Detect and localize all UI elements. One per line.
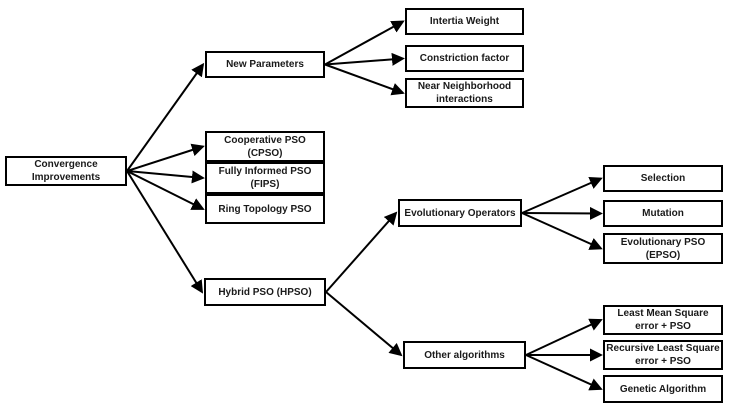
node-label: Constriction factor <box>419 53 510 64</box>
node-label: Convergence Improvements <box>31 159 101 183</box>
node-label: Selection <box>640 173 686 184</box>
node-label: Other algorithms <box>424 349 505 361</box>
node-label: Near Neighborhood interactions <box>417 81 512 105</box>
edge-new-params-to-inertia <box>324 20 405 66</box>
edge-new-params-to-near-neighbor <box>324 63 405 96</box>
node-label: Mutation <box>642 208 684 219</box>
node-near-neighbor: Near Neighborhood interactions <box>405 78 524 108</box>
node-genetic: Genetic Algorithm <box>603 375 723 403</box>
edge-evol-ops-to-mutation <box>521 206 603 220</box>
edge-root-to-fips <box>126 170 205 184</box>
edge-new-params-to-constriction <box>324 52 405 66</box>
edge-root-to-new-params <box>126 62 205 172</box>
node-label: Ring Topology PSO <box>218 203 312 215</box>
node-label: New Parameters <box>226 59 304 70</box>
node-mutation: Mutation <box>603 200 723 227</box>
edge-evol-ops-to-epso <box>521 212 603 250</box>
node-label: Recursive Least Square error + PSO <box>606 343 720 367</box>
node-fips: Fully Informed PSO (FIPS) <box>205 162 325 194</box>
node-ring: Ring Topology PSO <box>205 194 325 224</box>
edge-hybrid-to-other-algos <box>325 291 403 357</box>
edge-hybrid-to-evol-ops <box>325 211 398 293</box>
node-label: Hybrid PSO (HPSO) <box>218 286 312 298</box>
node-label: Fully Informed PSO (FIPS) <box>218 166 312 190</box>
node-selection: Selection <box>603 165 723 192</box>
node-label: Genetic Algorithm <box>619 383 707 395</box>
node-label: Cooperative PSO (CPSO) <box>224 134 306 159</box>
node-label: Least Mean Square error + PSO <box>617 308 709 332</box>
node-new-params: New Parameters <box>205 51 325 78</box>
node-evol-ops: Evolutionary Operators <box>398 199 522 227</box>
edge-other-algos-to-lms <box>525 318 603 356</box>
node-lms: Least Mean Square error + PSO <box>603 305 723 335</box>
edge-root-to-hybrid <box>126 170 204 294</box>
node-other-algos: Other algorithms <box>403 341 526 369</box>
node-hybrid: Hybrid PSO (HPSO) <box>204 278 326 306</box>
edge-root-to-ring <box>126 170 205 210</box>
node-root: Convergence Improvements <box>5 156 127 186</box>
edge-evol-ops-to-selection <box>521 176 603 214</box>
edge-other-algos-to-genetic <box>525 354 603 391</box>
node-inertia: Intertia Weight <box>405 8 524 35</box>
node-rls: Recursive Least Square error + PSO <box>603 340 723 370</box>
node-cpso: Cooperative PSO (CPSO) <box>205 131 325 162</box>
node-label: Evolutionary Operators <box>404 207 516 219</box>
node-label: Evolutionary PSO (EPSO) <box>620 236 706 261</box>
edge-root-to-cpso <box>126 143 205 172</box>
node-epso: Evolutionary PSO (EPSO) <box>603 233 723 264</box>
node-constriction: Constriction factor <box>405 45 524 72</box>
node-label: Intertia Weight <box>429 16 500 27</box>
